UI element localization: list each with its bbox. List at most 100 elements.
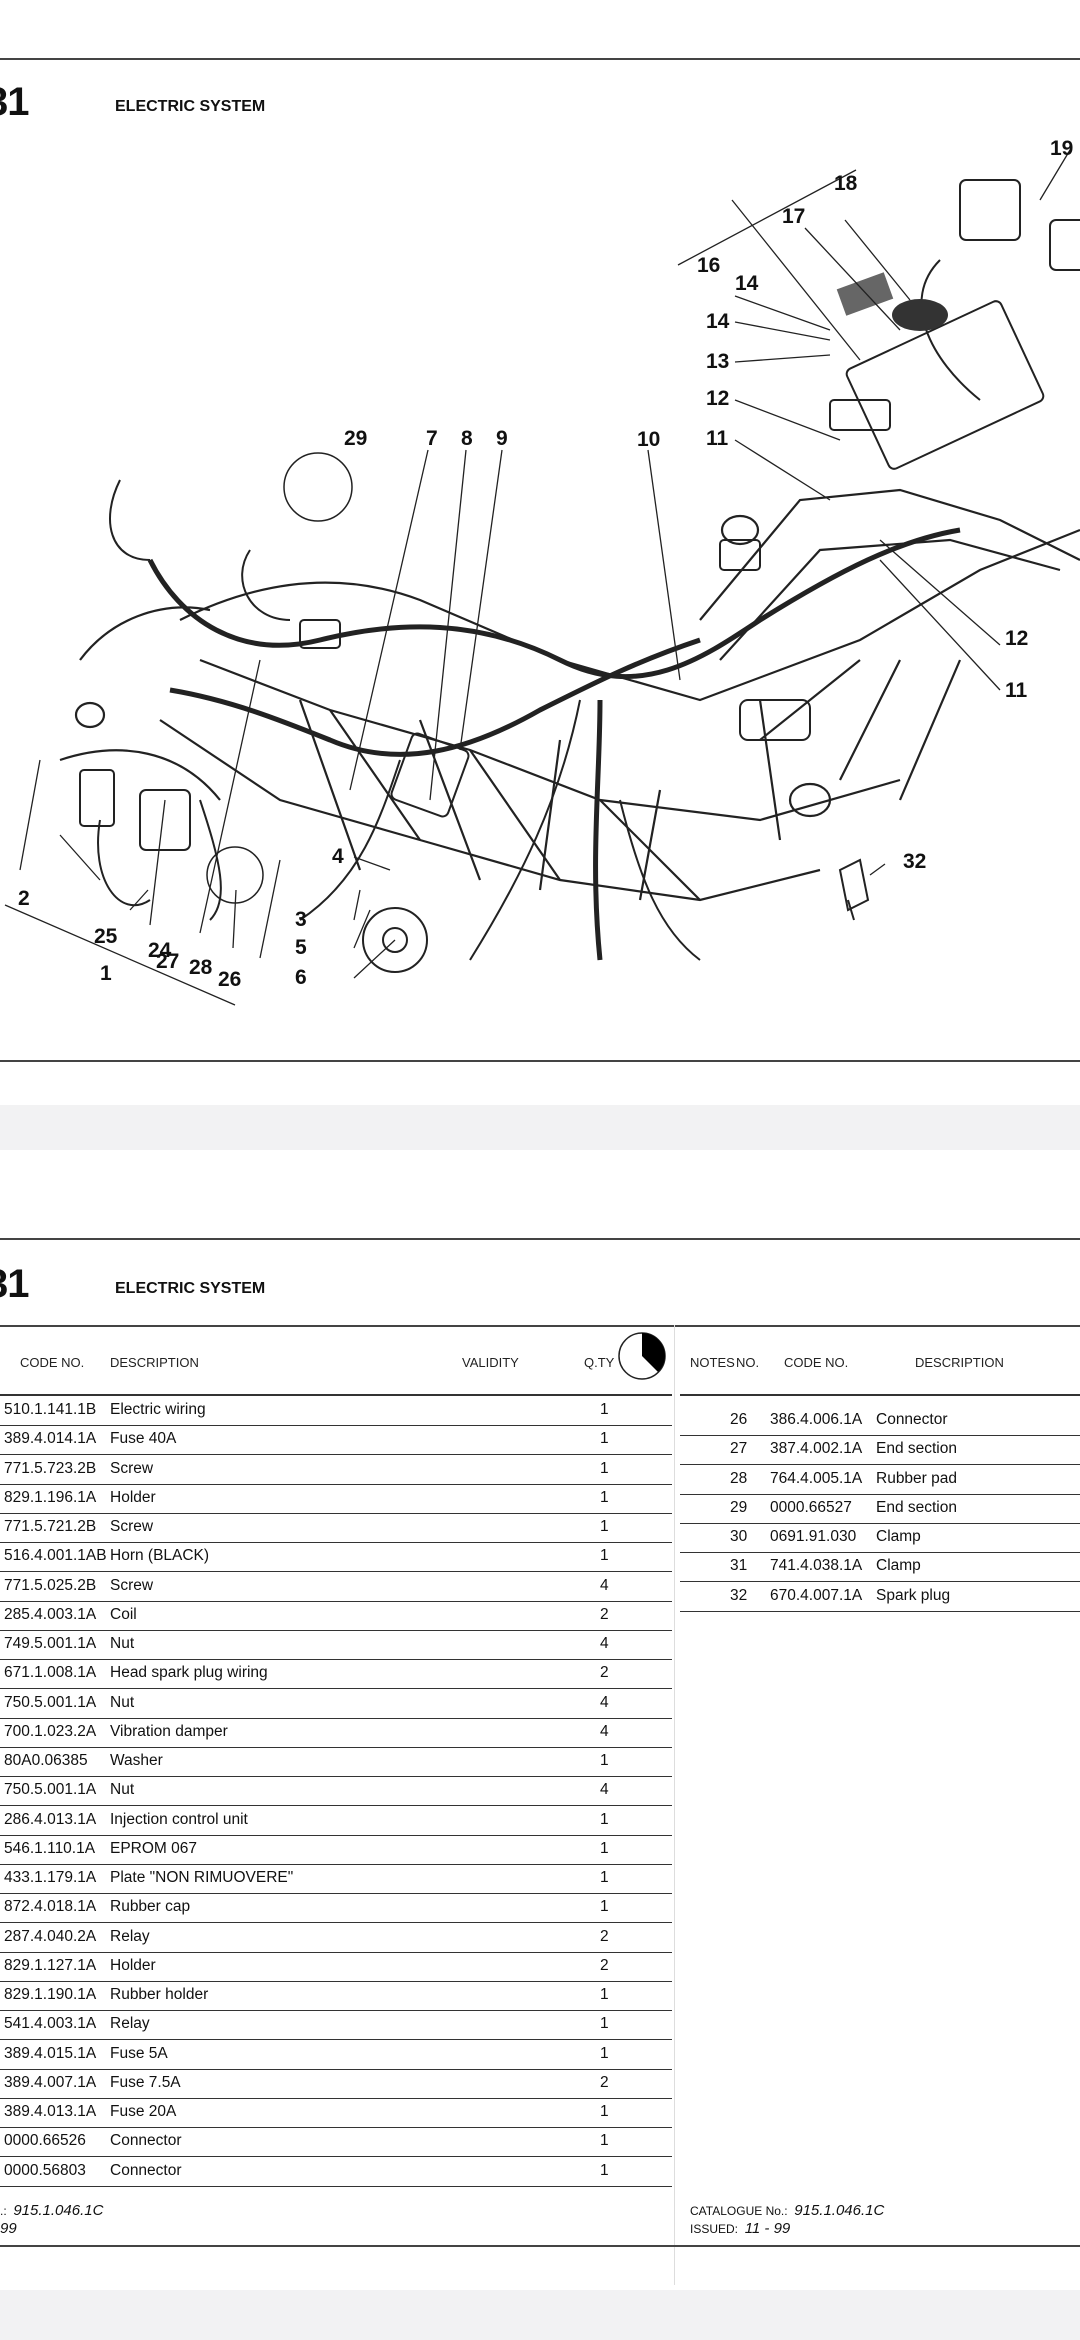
components: [79, 179, 1080, 973]
part-qty: 1: [600, 1810, 609, 1828]
callout-label: 25: [94, 925, 118, 948]
part-qty: 1: [600, 1898, 609, 1916]
part-qty: 1: [600, 2161, 609, 2179]
part-code: 700.1.023.2A: [4, 1722, 97, 1740]
part-code: 389.4.007.1A: [4, 2073, 97, 2091]
part-number: 30: [730, 1528, 748, 1545]
part-code: 671.1.008.1A: [4, 1664, 97, 1682]
part-qty: 4: [600, 1722, 609, 1740]
callout-label: 13: [706, 350, 729, 373]
part-qty: 1: [600, 2103, 609, 2120]
part-qty: 1: [600, 1869, 609, 1886]
callout-label: 6: [295, 966, 307, 989]
part-description: Relay: [110, 1927, 150, 1945]
callout-label: 17: [782, 205, 805, 228]
part-code: 829.1.127.1A: [4, 1956, 97, 1974]
part-description: Connector: [110, 2132, 182, 2150]
thin-wires: [97, 259, 981, 961]
part-description: Vibration damper: [110, 1722, 228, 1740]
part-qty: 2: [600, 2073, 609, 2091]
part-number: 28: [730, 1469, 748, 1487]
part-description: Holder: [110, 1488, 156, 1506]
part-description: Clamp: [876, 1557, 921, 1575]
part-qty: 1: [600, 1839, 609, 1857]
part-qty: 1: [600, 1547, 609, 1565]
table-row: 29 0000.66527 End section: [680, 1494, 1080, 1524]
part-qty: 1: [600, 1430, 609, 1448]
bottom-rule: [0, 2245, 1080, 2247]
part-code: 287.4.040.2A: [4, 1927, 97, 1945]
part-description: Plate "NON RIMUOVERE": [110, 1869, 294, 1886]
section-title: ELECTRIC SYSTEM: [115, 1280, 266, 1297]
part-code: 389.4.013.1A: [4, 2103, 97, 2120]
callout-label: 18: [834, 172, 858, 195]
part-description: Coil: [110, 1605, 137, 1623]
part-code: 0000.56803: [4, 2161, 86, 2179]
callout-label: 2: [18, 887, 30, 910]
callout-label: 5: [295, 936, 307, 959]
part-code: 0000.66527: [770, 1498, 852, 1516]
part-number: 32: [730, 1586, 748, 1604]
part-code: 829.1.196.1A: [4, 1488, 97, 1506]
part-code: 771.5.723.2B: [4, 1459, 97, 1477]
section-number: 31: [0, 1262, 29, 1306]
top-rule: [0, 58, 1080, 60]
part-description: Fuse 40A: [110, 1430, 177, 1448]
callout-label: 3: [295, 908, 307, 931]
callout-label: 9: [496, 427, 508, 450]
part-description: Screw: [110, 1459, 154, 1477]
part-description: EPROM 067: [110, 1839, 198, 1857]
col-header-notes: NOTES: [690, 1355, 735, 1370]
callout-label: 24: [148, 939, 172, 962]
callout-label: 16: [697, 254, 720, 277]
part-code: 546.1.110.1A: [4, 1839, 96, 1857]
part-number: 29: [730, 1498, 748, 1516]
table-row: 700.1.023.2A Vibration damper 4: [0, 1718, 672, 1748]
table-row: 389.4.007.1A Fuse 7.5A 2: [0, 2069, 672, 2099]
part-code: 670.4.007.1A: [770, 1586, 863, 1604]
part-qty: 1: [600, 2044, 609, 2062]
pie-validity-icon: [618, 1332, 666, 1380]
part-code: 764.4.005.1A: [770, 1469, 863, 1487]
part-description: Holder: [110, 1956, 156, 1974]
part-description: End section: [876, 1498, 957, 1516]
part-description: Fuse 7.5A: [110, 2073, 181, 2091]
part-qty: 4: [600, 1693, 609, 1711]
section-number: 31: [0, 80, 29, 124]
col-header-code: CODE NO.: [20, 1355, 85, 1370]
callout-label: 32: [903, 850, 926, 873]
part-description: Connector: [110, 2161, 182, 2179]
part-code: 286.4.013.1A: [4, 1810, 97, 1828]
part-description: Head spark plug wiring: [110, 1664, 268, 1682]
part-qty: 1: [600, 1752, 609, 1769]
callout-label: 12: [706, 387, 729, 410]
col-header-qty: Q.TY: [584, 1355, 615, 1370]
part-qty: 1: [600, 1401, 609, 1418]
part-code: 771.5.721.2B: [4, 1518, 97, 1535]
part-code: 387.4.002.1A: [770, 1440, 863, 1458]
parts-list-page: 31 ELECTRIC SYSTEM CODE NO. DESCRIPTION …: [0, 1150, 1080, 2290]
part-code: 433.1.179.1A: [4, 1869, 97, 1886]
part-description: Nut: [110, 1781, 135, 1799]
part-code: 872.4.018.1A: [4, 1898, 97, 1916]
part-description: Fuse 5A: [110, 2044, 168, 2062]
part-number: 31: [730, 1557, 748, 1575]
